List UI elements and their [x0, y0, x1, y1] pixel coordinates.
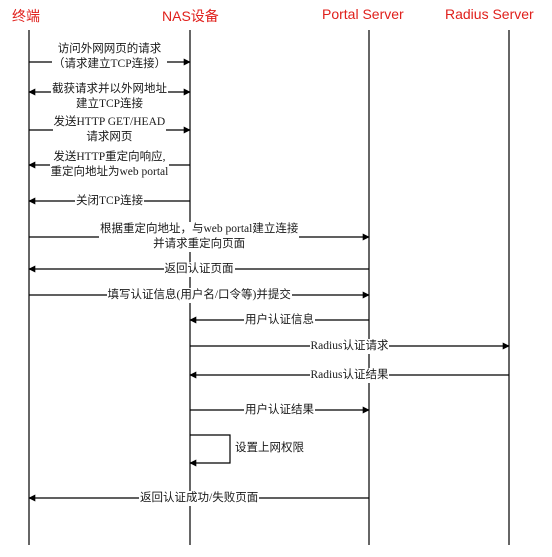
message-arrow-m13	[189, 434, 231, 467]
message-label-line: 发送HTTP重定向响应,	[53, 151, 166, 163]
message-label-m6: 根据重定向地址，与web portal建立连接并请求重定向页面	[99, 222, 300, 252]
message-label-m2: 截获请求并以外网地址建立TCP连接	[51, 82, 168, 112]
message-label-m11: Radius认证结果	[309, 368, 390, 383]
message-label-line: 重定向地址为web portal	[50, 166, 169, 178]
message-label-line: 请求网页	[86, 131, 133, 143]
message-label-m9: 用户认证信息	[244, 313, 315, 328]
message-label-line: 返回认证成功/失败页面	[140, 492, 259, 504]
message-label-line: 用户认证结果	[245, 404, 314, 416]
message-label-line: 设置上网权限	[235, 442, 304, 454]
message-label-line: 截获请求并以外网地址	[52, 83, 167, 95]
message-label-line: 返回认证页面	[164, 263, 234, 275]
message-label-m5: 关闭TCP连接	[75, 194, 145, 209]
participant-terminal: 终端	[12, 8, 40, 24]
message-label-line: 关闭TCP连接	[76, 195, 144, 207]
message-label-m4: 发送HTTP重定向响应, 重定向地址为web portal	[49, 150, 170, 180]
message-label-m13: 设置上网权限	[234, 441, 305, 456]
message-label-line: Radius认证请求	[310, 340, 389, 352]
participant-nas: NAS设备	[162, 8, 219, 24]
message-label-line: Radius认证结果	[310, 369, 389, 381]
message-label-line: 填写认证信息(用户名/口令等)并提交	[107, 289, 291, 301]
message-label-line: 访问外网网页的请求	[57, 43, 162, 55]
message-label-m8: 填写认证信息(用户名/口令等)并提交	[106, 288, 292, 303]
message-label-m14: 返回认证成功/失败页面	[139, 491, 260, 506]
message-label-line: 根据重定向地址，与web portal建立连接	[100, 223, 299, 235]
message-label-line: （请求建立TCP连接）	[53, 58, 167, 70]
message-label-m3: 发送HTTP GET/HEAD 请求网页	[52, 115, 167, 145]
message-label-m10: Radius认证请求	[309, 339, 390, 354]
message-label-line: 发送HTTP GET/HEAD	[53, 116, 166, 128]
message-label-line: 用户认证信息	[245, 314, 314, 326]
message-label-m12: 用户认证结果	[244, 403, 315, 418]
participant-radius-server: Radius Server	[445, 6, 534, 22]
message-label-line: 并请求重定向页面	[153, 238, 246, 250]
participant-portal-server: Portal Server	[322, 6, 404, 22]
message-label-line: 建立TCP连接	[75, 98, 144, 110]
message-label-m7: 返回认证页面	[163, 262, 235, 277]
message-label-m1: 访问外网网页的请求 （请求建立TCP连接）	[52, 42, 168, 72]
